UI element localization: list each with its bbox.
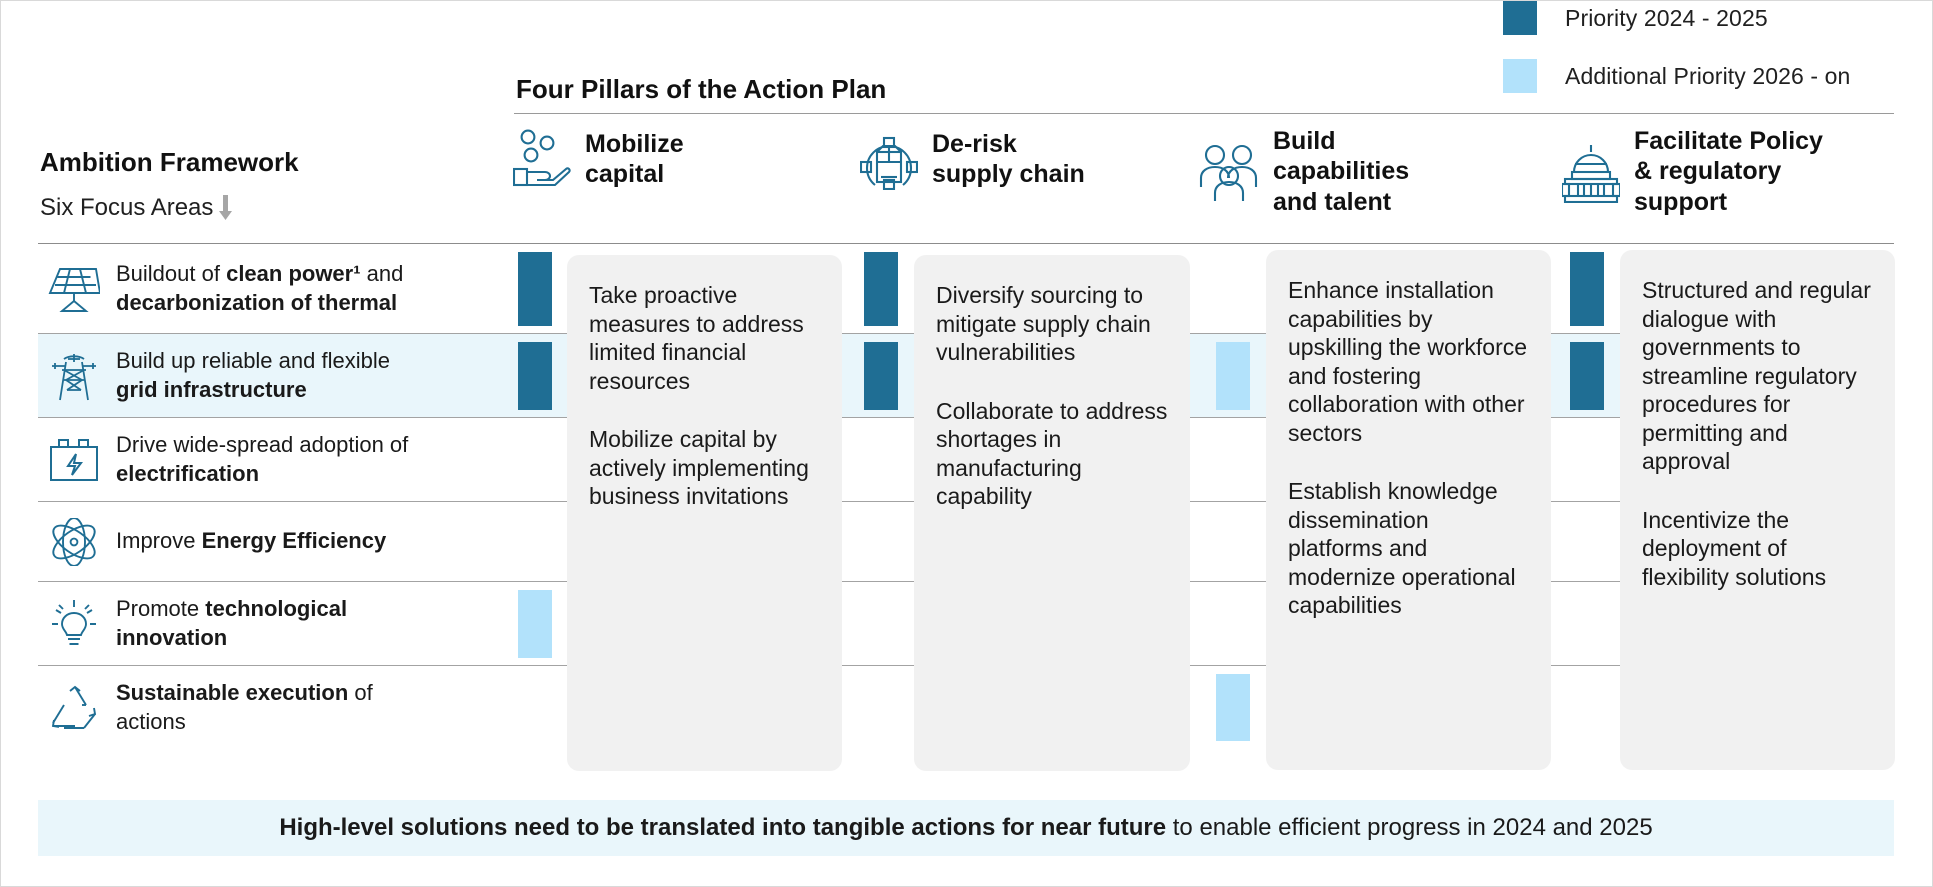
priority-cell-de-risk-supply-chain-row2	[864, 334, 898, 418]
focus-area-text-clean-power: Buildout of clean power¹ and decarboniza…	[116, 260, 404, 315]
priority-bar-dark	[1570, 342, 1604, 410]
priority-cell-build-capabilities-row1	[1216, 244, 1250, 334]
priority-cell-de-risk-supply-chain-row1	[864, 244, 898, 334]
legend-swatch-dark	[1503, 1, 1537, 35]
pillars-divider	[514, 113, 1894, 114]
priority-cell-de-risk-supply-chain-row3	[864, 418, 898, 502]
card-paragraph: Enhance installation capabilities by ups…	[1288, 277, 1528, 446]
priority-cell-mobilize-capital-row3	[518, 418, 552, 502]
priority-bar-dark	[518, 342, 552, 410]
atom-icon	[38, 517, 110, 566]
recycle-icon	[38, 685, 110, 731]
summary-banner-bold: High-level solutions need to be translat…	[279, 814, 1167, 841]
priority-cell-facilitate-policy-row4	[1570, 502, 1604, 582]
ambition-framework-subtitle: Six Focus Areas	[40, 194, 234, 222]
ambition-framework-title: Ambition Framework	[40, 147, 299, 177]
summary-banner: High-level solutions need to be translat…	[38, 800, 1894, 856]
header-divider	[38, 243, 1894, 244]
action-card-build-capabilities: Enhance installation capabilities by ups…	[1266, 250, 1551, 770]
priority-bar-dark	[864, 252, 898, 326]
card-paragraph: Structured and regular dialogue with gov…	[1642, 277, 1871, 475]
priority-cell-mobilize-capital-row5	[518, 582, 552, 666]
focus-area-text-technological-innovation: Promote technological innovation	[116, 595, 348, 650]
priority-cell-facilitate-policy-row5	[1570, 582, 1604, 666]
card-paragraph: Incentivize the deployment of flexibilit…	[1642, 506, 1827, 590]
priority-cell-build-capabilities-row5	[1216, 582, 1250, 666]
action-card-de-risk-supply-chain: Diversify sourcing to mitigate supply ch…	[914, 255, 1190, 771]
priority-bar-light	[1216, 674, 1250, 741]
priority-cell-de-risk-supply-chain-row5	[864, 582, 898, 666]
lightbulb-icon	[38, 599, 110, 649]
priority-cell-mobilize-capital-row4	[518, 502, 552, 582]
transmission-tower-icon	[38, 350, 110, 402]
priority-cell-build-capabilities-row4	[1216, 502, 1250, 582]
priority-bar-dark	[864, 342, 898, 410]
priority-bar-dark	[1570, 252, 1604, 326]
card-paragraph: Mobilize capital by actively implementin…	[589, 426, 809, 510]
priority-cell-de-risk-supply-chain-row4	[864, 502, 898, 582]
down-arrow-icon	[217, 195, 234, 221]
priority-cell-build-capabilities-row3	[1216, 418, 1250, 502]
solar-panel-icon	[38, 265, 110, 313]
priority-cell-build-capabilities-row6	[1216, 666, 1250, 749]
summary-banner-text: High-level solutions need to be translat…	[279, 814, 1652, 842]
legend-label-priority-2026: Additional Priority 2026 - on	[1565, 62, 1851, 89]
card-paragraph: Collaborate to address shortages in manu…	[936, 397, 1168, 510]
people-group-icon	[1199, 143, 1259, 202]
priority-bar-light	[518, 590, 552, 658]
focus-area-text-energy-efficiency: Improve Energy Efficiency	[116, 528, 387, 554]
legend-label-priority-2024: Priority 2024 - 2025	[1565, 4, 1768, 31]
card-paragraph: Establish knowledge dissemination platfo…	[1288, 478, 1516, 619]
focus-area-text-electrification: Drive wide-spread adoption of electrific…	[116, 431, 409, 486]
action-card-facilitate-policy: Structured and regular dialogue with gov…	[1620, 250, 1895, 770]
priority-cell-facilitate-policy-row2	[1570, 334, 1604, 418]
legend-item-priority-2026: Additional Priority 2026 - on	[1503, 54, 1933, 98]
battery-icon	[38, 438, 110, 482]
focus-area-text-sustainable-execution: Sustainable execution of actions	[116, 679, 373, 734]
hand-coins-icon	[513, 128, 571, 190]
action-card-mobilize-capital: Take proactive measures to address limit…	[567, 255, 842, 771]
pillars-title: Four Pillars of the Action Plan	[516, 74, 887, 104]
ambition-subtitle-text: Six Focus Areas	[40, 194, 214, 221]
card-paragraph: Diversify sourcing to mitigate supply ch…	[936, 282, 1151, 366]
priority-cell-mobilize-capital-row6	[518, 666, 552, 749]
legend-swatch-light	[1503, 59, 1537, 93]
legend-item-priority-2024: Priority 2024 - 2025	[1503, 0, 1933, 40]
priority-bar-dark	[518, 252, 552, 326]
priority-cell-facilitate-policy-row3	[1570, 418, 1604, 502]
priority-bar-light	[1216, 342, 1250, 410]
priority-cell-facilitate-policy-row1	[1570, 244, 1604, 334]
legend: Priority 2024 - 2025 Additional Priority…	[1503, 0, 1933, 98]
priority-cell-facilitate-policy-row6	[1570, 666, 1604, 749]
focus-area-row-electrification[interactable]: Drive wide-spread adoption of electrific…	[38, 418, 1894, 502]
card-paragraph: Take proactive measures to address limit…	[589, 282, 804, 394]
priority-cell-build-capabilities-row2	[1216, 334, 1250, 418]
focus-area-text-grid-infrastructure: Build up reliable and flexible grid infr…	[116, 347, 390, 402]
focus-area-row-sustainable-execution[interactable]: Sustainable execution of actions	[38, 666, 1894, 749]
priority-cell-de-risk-supply-chain-row6	[864, 666, 898, 749]
priority-cell-mobilize-capital-row2	[518, 334, 552, 418]
government-building-icon	[1562, 141, 1620, 204]
priority-cell-mobilize-capital-row1	[518, 244, 552, 334]
package-shield-icon	[860, 128, 918, 190]
summary-banner-rest: to enable efficient progress in 2024 and…	[1166, 814, 1653, 841]
